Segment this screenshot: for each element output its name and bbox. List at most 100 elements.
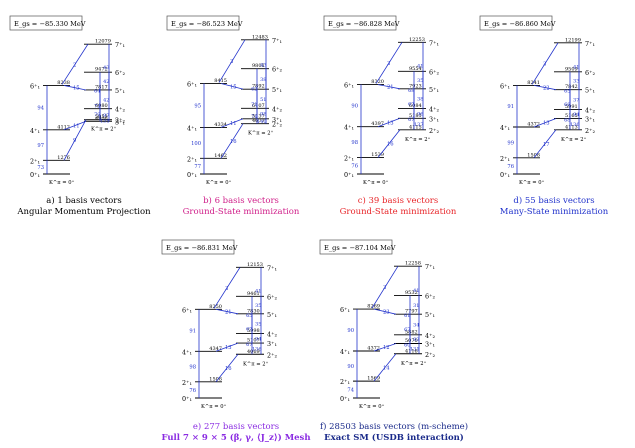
spin-label-b2: 2⁺₂ [585,127,595,135]
spin-label-b4: 4⁺₂ [272,105,282,113]
transition-g64-value: 90 [347,328,354,334]
spin-label-b3: 3⁺₁ [272,116,282,124]
caption-subtitle: Many-State minimization [499,207,609,217]
transition-b53-value: 71 [251,102,257,108]
spin-label-b3: 3⁺₁ [585,115,595,123]
transition-b75-value: 43 [103,65,109,71]
energy-label-g6: 8241 [527,80,540,86]
transition-g6b5-value: 15 [73,86,80,92]
band-label-gamma: K^π = 2⁺ [91,126,117,133]
energy-label-b4: 5882 [405,329,418,335]
spin-label-b2: 2⁺₂ [267,351,277,359]
transition-b42-value: 68 [564,118,570,124]
spin-label-g0: 0⁺₁ [30,171,40,179]
transition-g6b5 [215,308,239,315]
transition-g4b3 [63,120,87,131]
energy-label-g2: 1569 [367,376,380,382]
spin-label-b2: 2⁺₂ [429,127,439,135]
transition-g42-value: 98 [351,140,358,146]
spin-label-b5: 5⁺₁ [429,86,439,94]
energy-label-b5: 7892 [252,84,265,90]
energy-label-b3: 5107 [247,338,260,344]
transition-g64-value: 94 [37,106,44,112]
energy-label-b4: 5991 [565,104,578,110]
spin-label-b2: 2⁺₂ [425,351,435,359]
transition-g6b5-value: 22 [543,86,550,92]
band-label-gamma: K^π = 2⁺ [405,136,431,143]
spin-label-g2: 2⁺₁ [182,379,192,387]
transition-g42-value: 98 [189,365,196,371]
energy-label-b2: 4113 [565,124,578,130]
spin-label-b7: 7⁺₁ [585,40,595,48]
transition-b75-value: 41 [413,288,419,294]
band-label-ground: K^π = 0⁺ [201,403,227,410]
transition-g20-value: 74 [347,388,354,394]
spin-label-b7: 7⁺₁ [115,41,125,49]
caption-subtitle: Ground-State minimization [182,207,300,217]
energy-label-g2: 1539 [371,152,384,158]
band-label-ground: K^π = 0⁺ [206,179,232,186]
transition-g4b3 [215,342,239,352]
transition-g4b3 [533,118,557,128]
transition-g6b7-value: 3 [230,59,233,65]
transition-b32-value: 136 [570,122,580,128]
transition-g64-value: 91 [189,328,196,334]
transition-g6b5-value: 21 [225,310,232,316]
caption-title: e) 277 basis vectors [192,422,280,432]
energy-label-b3: 5181 [409,113,422,119]
spin-label-b6: 6⁺₂ [429,68,439,76]
transition-b42-value: 67 [246,342,252,348]
transition-b65-value: 31 [413,303,419,309]
band-label-ground: K^π = 0⁺ [519,179,545,186]
transition-g2b2-value: 9 [73,138,76,144]
transition-g6b5 [533,85,557,91]
transition-g4b3-value: 12 [383,345,390,351]
spin-label-g2: 2⁺₁ [187,155,197,163]
transition-g4b3 [377,117,401,128]
transition-g6b5 [377,84,401,90]
transition-g6b7-value: 3 [225,286,228,292]
transition-b42-value: 71 [251,114,257,120]
caption-title: c) 39 basis vectors [357,196,439,206]
transition-g2b2 [533,129,557,159]
spin-label-b6: 6⁺₂ [267,293,277,301]
energy-label-b7: 12483 [252,34,268,40]
egs-label: E_gs = −86.831 MeV [166,244,238,252]
energy-label-b6: 9461 [247,291,260,297]
spin-label-g2: 2⁺₁ [340,378,350,386]
energy-label-g2: 1508 [209,376,222,382]
spin-label-g4: 4⁺₁ [30,127,40,135]
spin-label-b5: 5⁺₁ [267,311,277,319]
transition-b75-value: 41 [573,64,579,70]
transition-b43-value: 98 [260,112,266,118]
energy-label-g2: 1276 [57,155,70,161]
energy-label-b2: 4115 [409,124,422,130]
band-label-ground: K^π = 0⁺ [49,179,75,186]
spin-label-g0: 0⁺₁ [182,395,192,403]
energy-label-b7: 12199 [565,37,581,43]
transition-b43-value: 94 [255,336,261,342]
transition-g2b2 [373,353,397,382]
transition-g6b7 [218,39,246,83]
spin-label-b5: 5⁺₁ [115,87,125,95]
egs-label: E_gs = −86.860 MeV [484,20,556,28]
transition-g2b2-value: 14 [383,365,390,371]
transition-g20-value: 73 [37,165,44,171]
caption-subtitle: Ground-State minimization [339,207,457,217]
transition-g2b2 [377,129,401,158]
spin-label-g6: 6⁺₁ [344,82,354,90]
spin-label-g4: 4⁺₁ [187,124,197,132]
caption-title: a) 1 basis vectors [46,196,122,206]
energy-label-b6: 9554 [409,66,422,72]
transition-g4b3 [373,343,397,352]
egs-box [166,15,240,31]
energy-label-b2: 4116 [405,348,418,354]
egs-label: E_gs = −86.828 MeV [328,20,400,28]
transition-g20-value: 76 [351,164,358,170]
energy-label-b4: 6107 [252,103,265,109]
transition-g6b5-value: 21 [387,85,394,91]
